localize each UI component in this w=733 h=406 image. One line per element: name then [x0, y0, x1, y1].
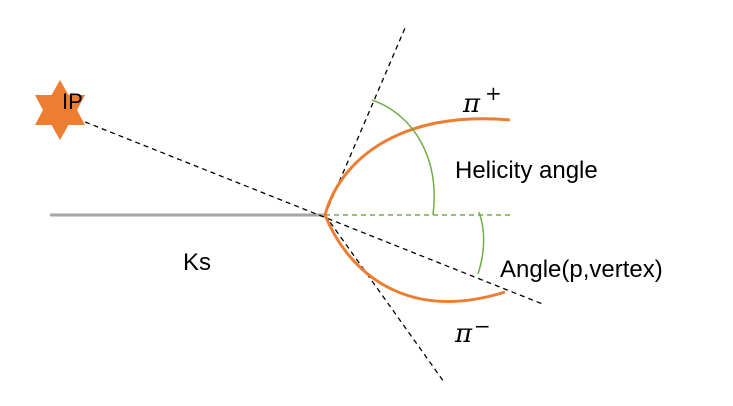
pion-axis-upper-line — [324, 27, 406, 216]
angle-p-vertex-label: Angle(p,vertex) — [500, 256, 663, 283]
pi-minus-symbol: π — [454, 319, 473, 349]
helicity-angle-arc — [371, 99, 435, 216]
pi-plus-symbol: π — [462, 89, 481, 119]
ip-star-icon — [35, 80, 85, 140]
ip-vertex-line — [59, 111, 546, 306]
ks-label: Ks — [183, 249, 211, 276]
pi-minus-sign: − — [474, 314, 491, 338]
helicity-angle-label: Helicity angle — [455, 157, 598, 184]
pi-minus-trajectory — [323, 214, 506, 303]
pi-plus-trajectory — [323, 117, 511, 216]
pion-axis-lower-line — [324, 214, 445, 383]
angle-p-vertex-arc — [477, 211, 485, 275]
pi-plus-sign: + — [485, 81, 502, 105]
ip-label: IP — [62, 89, 83, 114]
